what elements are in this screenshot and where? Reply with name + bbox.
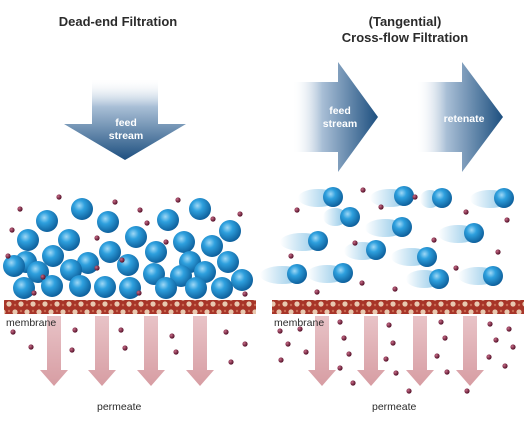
left-small-particles	[5, 194, 248, 365]
retenate-arrow-label: retenate	[443, 113, 485, 125]
left-feed-arrow	[64, 78, 186, 160]
left-membrane	[4, 300, 256, 314]
left-permeate-arrows	[40, 316, 214, 386]
right-large-particles	[260, 186, 514, 289]
left-membrane-label: membrane	[6, 317, 57, 329]
right-membrane	[272, 300, 524, 314]
left-feed-label-line2: stream	[108, 130, 144, 142]
left-feed-arrow-label: feed stream	[100, 117, 152, 143]
right-small-particles	[277, 187, 516, 394]
right-feed-arrow-label: feed stream	[312, 105, 368, 131]
right-title-line2: Cross-flow Filtration	[341, 30, 469, 45]
left-permeate-label: permeate	[97, 401, 142, 413]
right-feed-arrow	[292, 62, 378, 172]
right-permeate-label: permeate	[372, 401, 417, 413]
left-feed-label-line1: feed	[115, 117, 137, 129]
right-membrane-label: membrane	[274, 317, 325, 329]
retenate-arrow	[416, 62, 503, 172]
right-panel-title: (Tangential) Cross-flow Filtration	[320, 14, 490, 46]
left-large-particles	[3, 198, 253, 299]
right-feed-label-line1: feed	[329, 105, 351, 117]
right-permeate-arrows	[308, 316, 484, 386]
left-panel-title: Dead-end Filtration	[58, 14, 178, 29]
right-feed-label-line2: stream	[322, 118, 358, 130]
right-title-line1: (Tangential)	[368, 14, 442, 29]
